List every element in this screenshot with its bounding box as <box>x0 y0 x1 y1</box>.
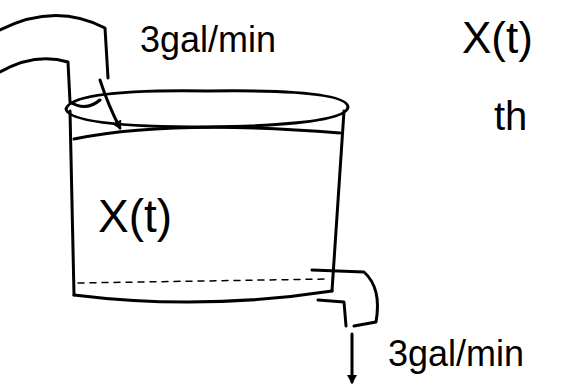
tank-line <box>70 111 74 295</box>
inflow-pipe <box>0 15 108 78</box>
tank-line <box>332 111 344 291</box>
tank-line <box>74 127 340 139</box>
tank-line <box>78 279 328 283</box>
tank-line <box>66 91 348 127</box>
outflow-pipe <box>318 300 346 326</box>
flow-label: 3gal/min <box>140 22 276 58</box>
inflow-pipe <box>0 59 100 107</box>
outflow-arrow <box>351 334 354 382</box>
tank: X(t) <box>62 85 352 317</box>
tank-line <box>74 291 332 302</box>
tank-label: X(t) <box>98 193 172 239</box>
flow-label: th <box>494 96 527 136</box>
flow-label: X(t) <box>462 16 533 60</box>
inflow-arrow <box>100 80 120 128</box>
flow-label: 3gal/min <box>388 336 524 372</box>
